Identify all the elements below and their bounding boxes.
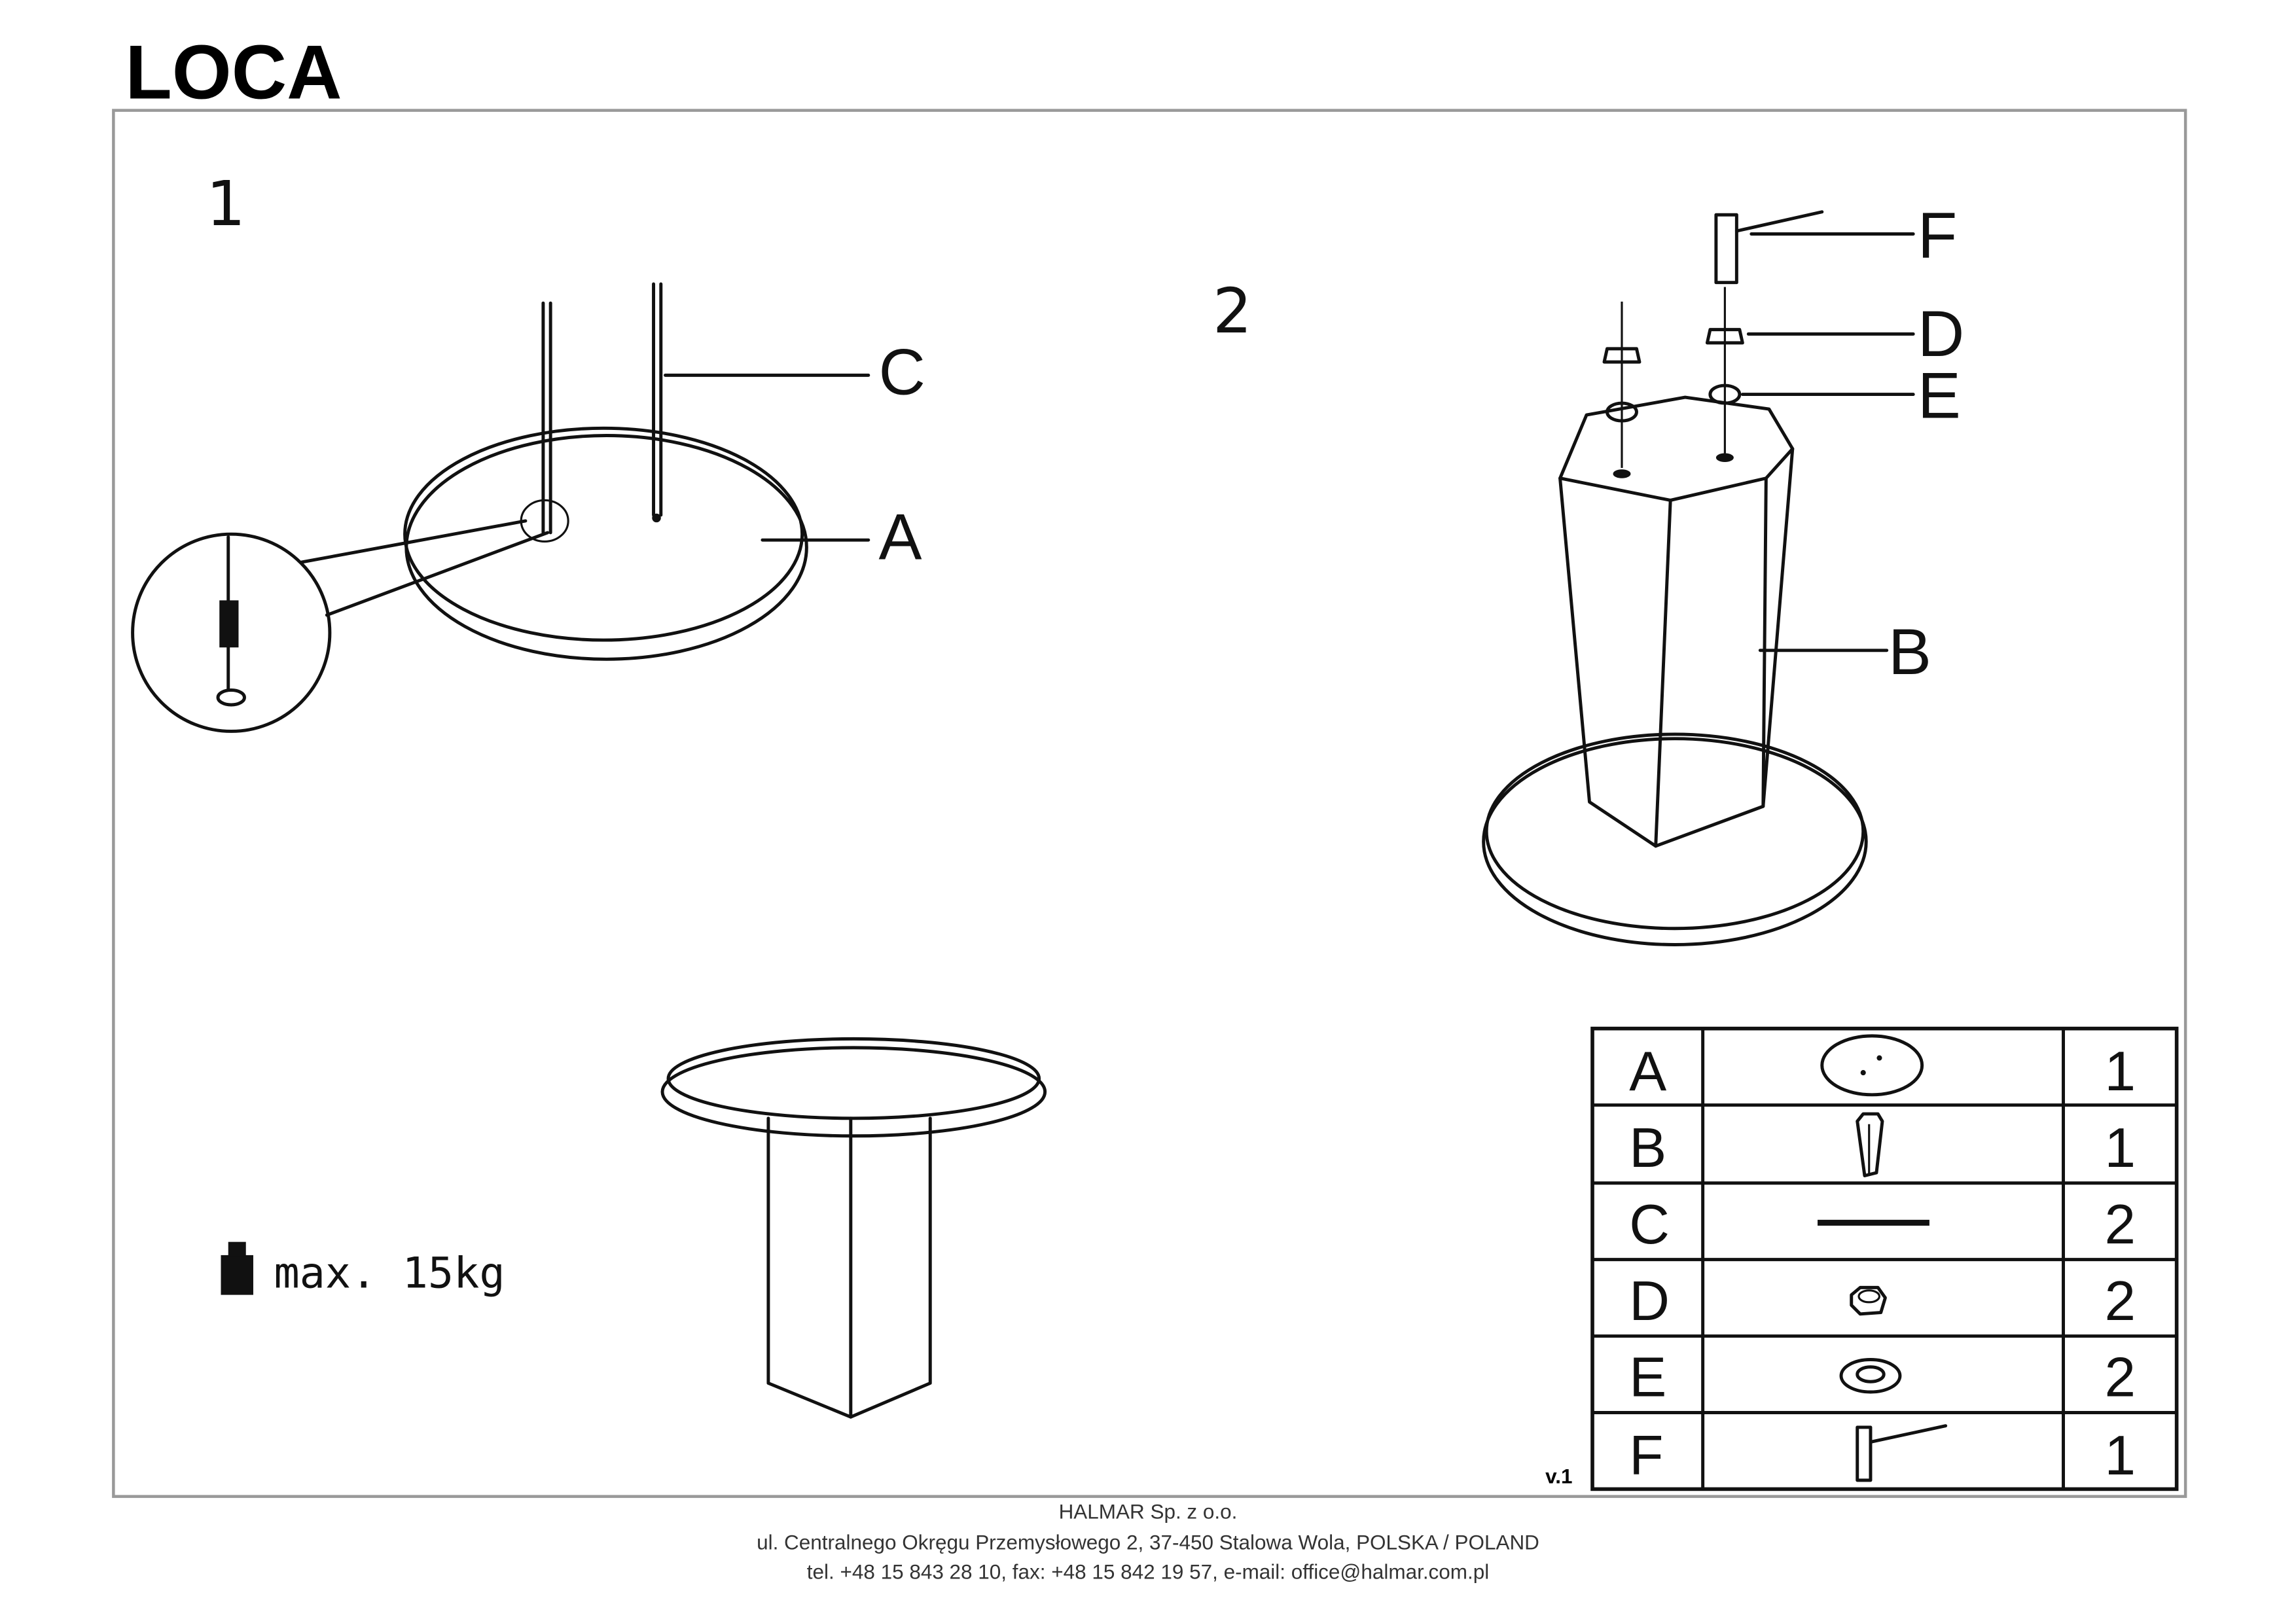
- table-row: E 2: [1629, 1347, 2136, 1409]
- table-row: D 2: [1629, 1270, 2136, 1332]
- part-letter: D: [1629, 1270, 1670, 1332]
- step-2-column-drawing: [1482, 210, 1915, 946]
- part-letter: A: [1629, 1041, 1666, 1103]
- version-label: v.1: [1545, 1465, 1572, 1488]
- footer-contact: tel. +48 15 843 28 10, fax: +48 15 842 1…: [807, 1561, 1490, 1584]
- label-d: D: [1918, 297, 1964, 370]
- part-letter: E: [1629, 1347, 1666, 1409]
- part-qty: 1: [2104, 1117, 2136, 1179]
- part-letter: C: [1629, 1194, 1670, 1256]
- label-b: B: [1888, 615, 1931, 688]
- part-letter: F: [1629, 1425, 1663, 1487]
- part-qty: 1: [2104, 1041, 2136, 1103]
- label-f: F: [1918, 198, 1957, 271]
- detail-magnifier: [131, 532, 332, 733]
- table-row: B 1: [1629, 1112, 2136, 1179]
- max-load-text: max. 15kg: [274, 1248, 505, 1298]
- label-c: C: [879, 336, 925, 408]
- part-letter: B: [1629, 1117, 1666, 1179]
- socket-wrench-icon: [1856, 1424, 1948, 1482]
- table-row: F 1: [1629, 1424, 2136, 1487]
- assembled-table-drawing: [660, 1037, 1047, 1419]
- table-row: C 2: [1629, 1194, 2136, 1256]
- footer-address: ul. Centralnego Okręgu Przemysłowego 2, …: [757, 1531, 1539, 1554]
- part-qty: 2: [2104, 1270, 2136, 1332]
- step-2-number: 2: [1213, 276, 1252, 348]
- part-qty: 1: [2104, 1425, 2136, 1487]
- tabletop-icon: [1820, 1034, 1924, 1097]
- label-e: E: [1918, 359, 1961, 432]
- product-title: LOCA: [125, 29, 342, 115]
- column-icon: [1856, 1112, 1884, 1177]
- weight-icon: [221, 1241, 253, 1295]
- parts-table: A 1 B 1 C 2 D 2 E 2 F 1: [1590, 1026, 2179, 1491]
- instruction-frame: [112, 109, 2187, 1498]
- table-row: A 1: [1629, 1034, 2136, 1103]
- part-qty: 2: [2104, 1194, 2136, 1256]
- nut-icon: [1850, 1285, 1887, 1316]
- part-qty: 2: [2104, 1347, 2136, 1409]
- step-1-tabletop-drawing: [131, 282, 870, 733]
- footer-company: HALMAR Sp. z o.o.: [1059, 1500, 1238, 1523]
- label-a: A: [879, 500, 922, 573]
- step-1-number: 1: [206, 168, 245, 240]
- washer-icon: [1839, 1358, 1902, 1394]
